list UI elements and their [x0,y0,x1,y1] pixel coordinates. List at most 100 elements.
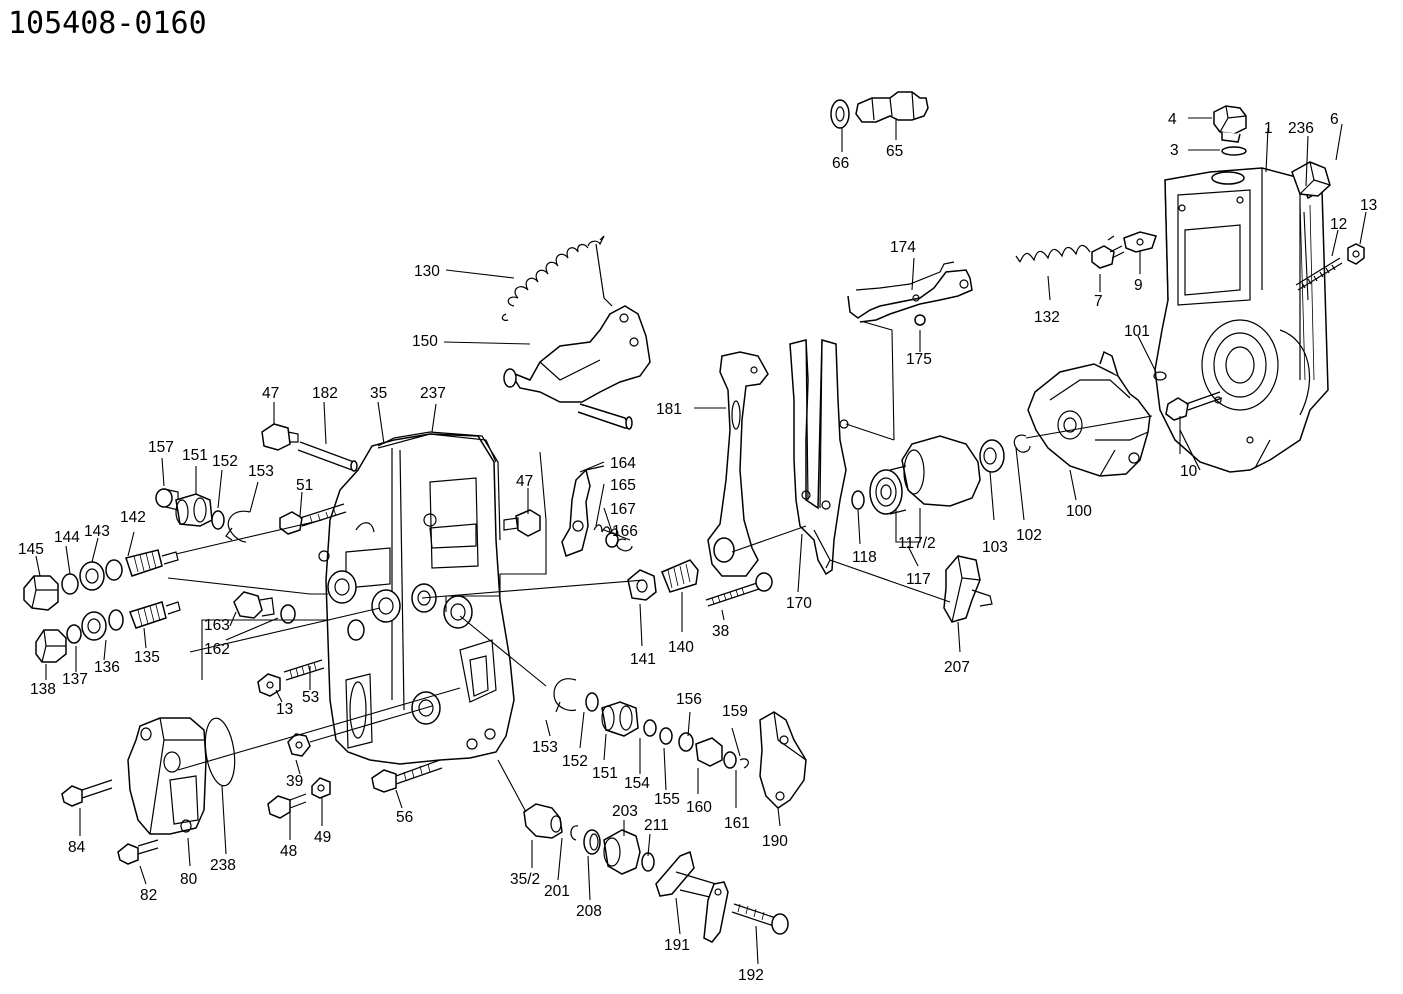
label-part-162: 162 [204,641,230,658]
screw-part-7 [1091,245,1125,269]
label-part-170: 170 [786,595,812,612]
label-part-117-2: 117/2 [898,535,936,552]
label-part-191: 191 [664,937,690,954]
plug-part-6 [1291,161,1331,197]
label-part-130: 130 [414,263,440,280]
label-part-236: 236 [1288,120,1314,137]
label-part-238: 238 [210,857,236,874]
label-part-100: 100 [1066,503,1092,520]
label-part-152-lower: 152 [562,753,588,770]
label-part-35-2: 35/2 [510,871,540,888]
leader-lines [35,117,1367,965]
label-part-13-lower: 13 [276,701,293,718]
label-part-39: 39 [286,773,303,790]
label-part-3: 3 [1170,142,1179,159]
spring-part-130 [501,235,605,321]
label-part-155: 155 [654,791,680,808]
o-ring-part-238 [204,717,236,787]
label-part-201: 201 [544,883,570,900]
lever-part-150 [503,305,651,430]
lever-part-174 [847,261,973,323]
washer-part-143b [105,559,123,581]
label-part-118: 118 [852,549,877,566]
sleeve-part-203 [603,829,641,875]
label-part-10: 10 [1180,463,1198,480]
label-part-4: 4 [1168,111,1177,128]
label-part-6: 6 [1330,111,1339,128]
nut-part-13-lower [257,673,281,697]
spring-130-hook [595,243,613,307]
pin-part-182 [297,441,358,472]
governor-cover-part-35 [318,433,515,765]
sleeve-part-151 [175,493,213,527]
nut-part-49 [311,777,331,799]
label-part-137: 137 [62,671,88,688]
gasket-part-237 [377,431,501,541]
washer-part-66 [830,99,850,129]
label-part-211: 211 [644,817,669,834]
screw-part-142 [125,549,179,577]
screw-part-135 [129,601,181,629]
seal-ring-part-152 [211,510,225,530]
spring-part-165 [593,524,619,537]
label-part-66: 66 [832,155,849,172]
nut-part-39 [287,733,311,757]
label-part-145: 145 [18,541,44,558]
seal-part-152-lower [585,692,599,712]
callout-labels: 66 65 4 3 1 236 6 13 12 174 132 7 9 175 … [18,111,1377,984]
label-part-150: 150 [412,333,438,350]
label-part-144: 144 [54,529,80,546]
block-part-190 [759,711,807,809]
label-part-174: 174 [890,239,916,256]
screw-part-12 [1295,257,1343,291]
bearing-part-117-2 [869,465,907,515]
bolt-part-82 [117,839,159,865]
label-part-35: 35 [370,385,387,402]
label-part-166: 166 [612,523,638,540]
label-part-132: 132 [1034,309,1060,326]
label-part-102: 102 [1016,527,1042,544]
bracket-part-9 [1123,231,1157,253]
label-part-161: 161 [724,815,750,832]
label-part-141: 141 [630,651,656,668]
lever-part-164 [561,465,605,557]
part-101 [1153,371,1167,381]
label-part-101: 101 [1124,323,1150,340]
fitting-part-65 [855,91,929,123]
washer-part-136b [108,609,124,631]
stud-part-53 [283,659,325,681]
label-part-154: 154 [624,775,650,792]
screw-part-47-right [503,509,541,537]
diagram-part-number-title: 105408-0160 [8,6,207,41]
nut-part-175 [914,314,926,326]
nut-part-141 [627,569,657,601]
washer-part-137 [66,624,82,644]
label-part-151-lower: 151 [592,765,618,782]
label-part-7: 7 [1094,293,1103,310]
lever-part-191 [655,850,729,943]
clip-part-159 [739,758,749,769]
clip-part-102 [1013,434,1031,453]
label-part-136: 136 [94,659,120,676]
label-part-192: 192 [738,967,764,984]
label-part-165: 165 [610,477,636,494]
label-part-237: 237 [420,385,446,402]
label-part-164: 164 [610,455,636,472]
circlip-part-153 [225,510,251,543]
sleeve-part-160 [695,737,723,767]
circlip-part-153-lower [553,678,577,713]
washer-part-155 [659,727,673,745]
switch-part-207 [943,555,993,623]
washer-part-118 [851,490,865,510]
label-part-152-top: 152 [212,453,238,470]
label-part-190: 190 [762,833,788,850]
label-part-142: 142 [120,509,146,526]
plug-part-4 [1213,105,1247,143]
washer-part-144 [61,573,79,595]
cap-nut-part-138 [35,629,67,663]
label-part-159: 159 [722,703,748,720]
label-part-12: 12 [1330,216,1347,233]
bolt-part-48 [267,793,307,819]
label-part-143: 143 [84,523,110,540]
